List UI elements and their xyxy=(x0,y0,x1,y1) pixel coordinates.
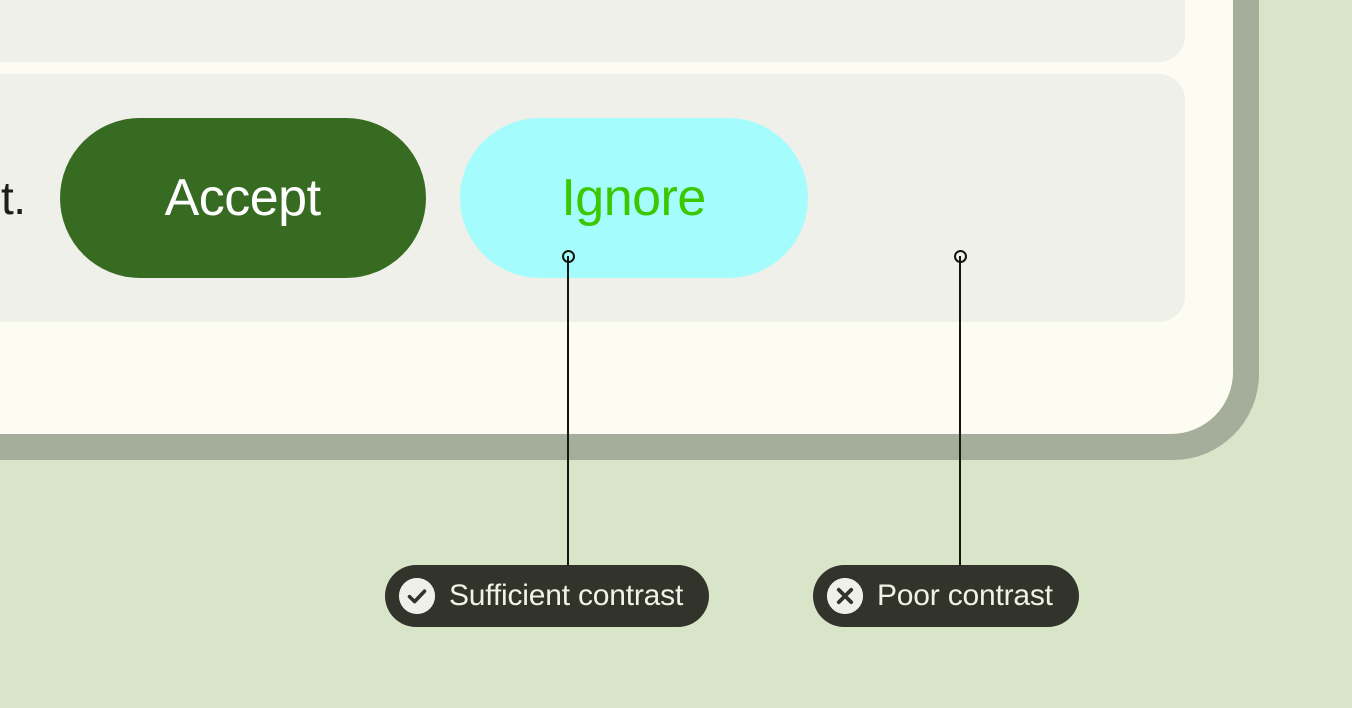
message-card-content: a request. Accept Ignore xyxy=(0,118,808,278)
message-card: a request. Accept Ignore xyxy=(0,74,1185,322)
x-circle-icon xyxy=(827,578,863,614)
callout-poor-contrast: Poor contrast xyxy=(813,565,1079,627)
device-screen: a request. Accept Ignore xyxy=(0,0,1233,434)
ignore-button[interactable]: Ignore xyxy=(459,118,808,278)
connector-line-accept xyxy=(567,256,569,568)
check-circle-icon xyxy=(399,578,435,614)
callout-label-sufficient-contrast: Sufficient contrast xyxy=(449,579,684,612)
device-frame: a request. Accept Ignore xyxy=(0,0,1259,460)
message-card-previous xyxy=(0,0,1185,62)
callout-sufficient-contrast: Sufficient contrast xyxy=(385,565,710,627)
message-text: a request. xyxy=(0,172,26,224)
callout-label-poor-contrast: Poor contrast xyxy=(877,579,1053,612)
connector-line-ignore xyxy=(959,256,961,568)
accept-button[interactable]: Accept xyxy=(59,118,426,278)
